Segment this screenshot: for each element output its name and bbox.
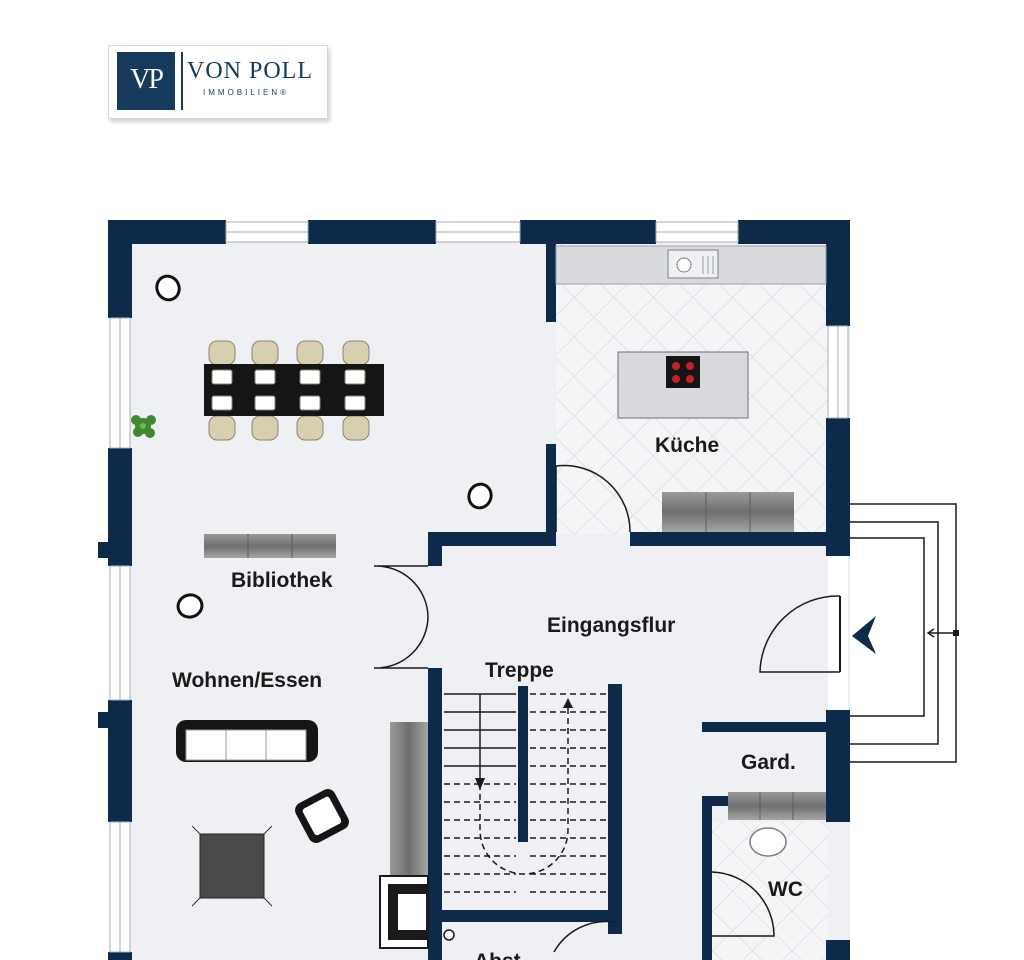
wc-door-swing: [711, 871, 775, 937]
storage-fixture: [443, 929, 455, 941]
room-label-bibliothek: Bibliothek: [231, 569, 333, 592]
cooktop-icon: [666, 356, 700, 388]
step-marker: [953, 630, 959, 636]
stair-arrow-up-icon: [563, 698, 573, 708]
wardrobe: [728, 792, 826, 820]
room-label-treppe: Treppe: [485, 659, 554, 682]
fireplace-icon: [379, 875, 429, 949]
bookshelf: [204, 534, 336, 558]
storage-door-swing: [553, 920, 615, 953]
room-label-kueche: Küche: [655, 434, 719, 457]
room-label-eingangsflur: Eingangsflur: [547, 614, 675, 637]
armchair-icon: [295, 789, 349, 843]
sink-icon: [667, 249, 719, 279]
logo-subtitle: IMMOBILIEN®: [203, 88, 290, 97]
logo-mark: VP: [117, 52, 175, 110]
logo-initials: VP: [130, 64, 164, 95]
company-logo: VP VON POLL IMMOBILIEN®: [108, 45, 328, 119]
plant-icon: [131, 415, 156, 438]
stair-arrow-down-icon: [475, 778, 485, 790]
room-label-abst: Abst.: [474, 950, 527, 960]
room-label-gard: Gard.: [741, 751, 796, 774]
walls: [98, 220, 850, 960]
staircase: [444, 693, 606, 893]
coffee-table: [191, 825, 273, 907]
sofa-icon: [176, 720, 318, 762]
entrance-opening: [828, 556, 848, 710]
room-label-wc: WC: [768, 878, 803, 901]
entrance-door-swing: [759, 595, 841, 673]
kitchen-cabinet: [662, 492, 794, 532]
toilet-icon: [749, 827, 787, 857]
logo-name: VON POLL: [187, 58, 313, 84]
double-door: [373, 565, 429, 669]
dining-set: [204, 340, 384, 441]
logo-divider: [181, 52, 183, 110]
chair-icons: [155, 274, 493, 619]
room-label-wohnen-essen: Wohnen/Essen: [172, 669, 322, 692]
windows: [109, 221, 849, 953]
entrance-arrow-icon: [852, 616, 876, 654]
tv-cabinet: [390, 722, 428, 876]
kitchen-door-swing: [555, 464, 631, 533]
